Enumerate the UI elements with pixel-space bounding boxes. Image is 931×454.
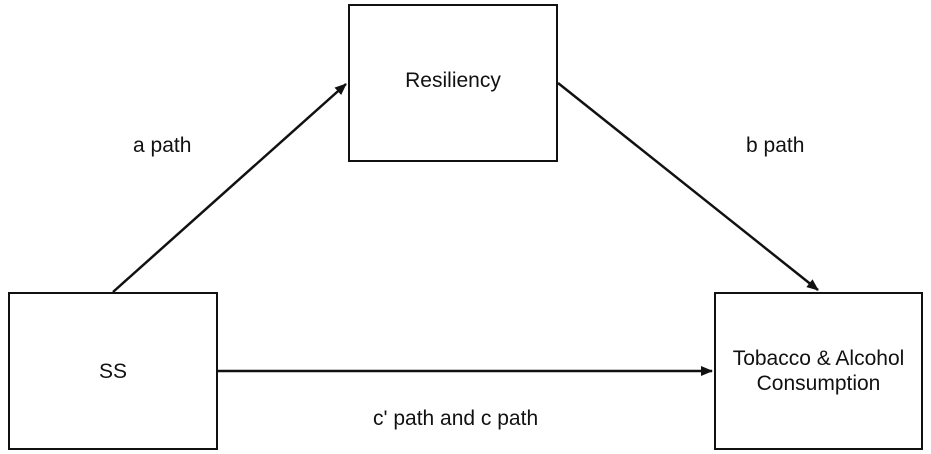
a-path-label: a path: [133, 134, 192, 157]
mediator-label: Resiliency: [405, 68, 501, 92]
mediator-node: Resiliency: [348, 4, 558, 162]
b-path-arrow: [557, 82, 819, 291]
predictor-label: SS: [98, 359, 127, 383]
c-path-label: c' path and c path: [373, 407, 539, 430]
a-path-arrow: [112, 83, 347, 293]
b-path-label: b path: [746, 134, 805, 157]
predictor-node: SS: [8, 292, 218, 450]
outcome-label: Tobacco & Alcohol Consumption: [732, 347, 905, 395]
outcome-node: Tobacco & Alcohol Consumption: [714, 292, 923, 450]
